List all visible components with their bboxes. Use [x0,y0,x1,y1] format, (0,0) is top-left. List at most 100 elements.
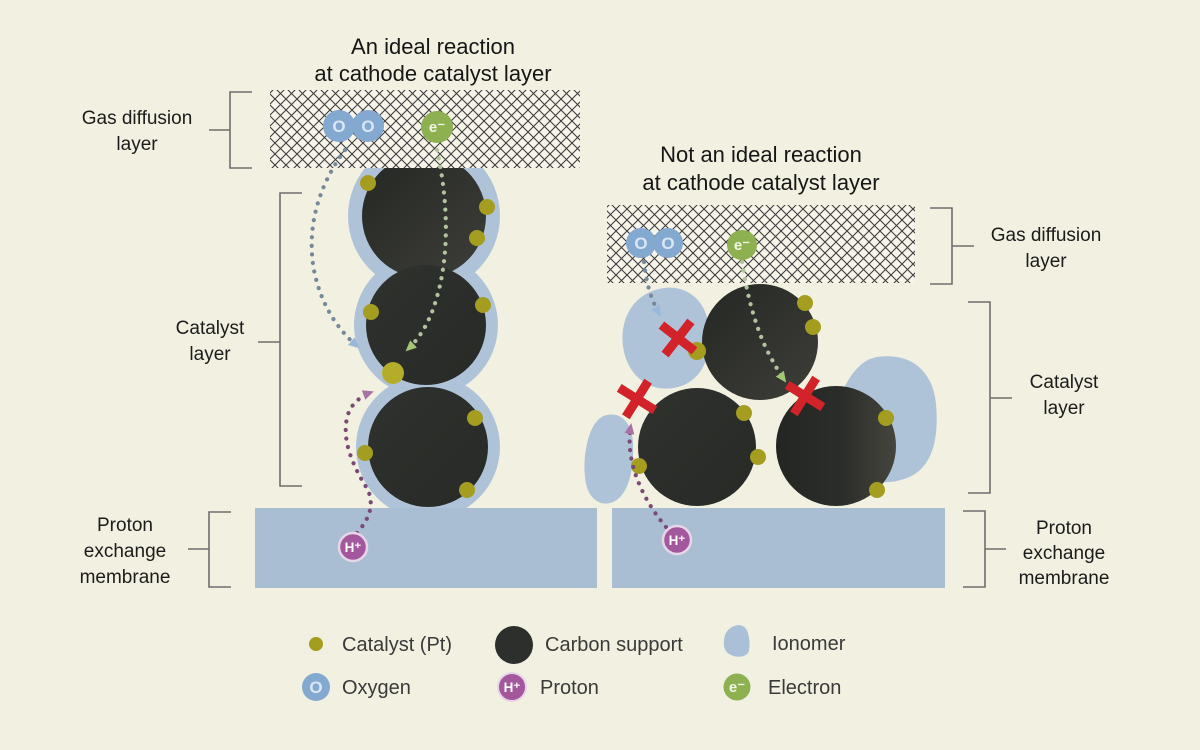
legend-proton-symbol: H⁺ [504,680,521,695]
legend-electron-label: Electron [768,677,841,699]
oxygen-atom [352,110,384,142]
carbon-support [776,386,896,506]
oxygen-molecule-right: O O [626,228,683,258]
carbon-supports-left [362,154,488,507]
oxygen-atom [653,228,683,258]
left-panel: An ideal reaction at cathode catalyst la… [80,34,597,588]
electron-symbol: e⁻ [429,119,445,136]
label-gdl-right-1: Gas diffusion [991,225,1102,246]
bracket-membrane-right [963,510,1006,588]
label-catalyst-left-1: Catalyst [176,318,245,339]
ionomer-blob [584,414,634,504]
label-membrane-left-2: exchange [84,541,166,562]
pt-dot [750,449,766,465]
right-title-line2: at cathode catalyst layer [642,170,879,195]
label-gdl-left-1: Gas diffusion [82,108,193,129]
left-title-line1: An ideal reaction [351,34,515,59]
oxygen-symbol: O [661,234,674,253]
legend-oxygen-icon [302,673,330,701]
legend-electron-icon [723,673,751,701]
electron-path-left [404,147,448,353]
oxygen-symbol: O [332,117,345,136]
oxygen-path-right [641,259,663,318]
legend-carbon-icon [495,626,533,664]
pt-dot [363,304,379,320]
bracket-catalyst-left [258,192,302,487]
legend-pt-label: Catalyst (Pt) [342,634,452,656]
pt-dot-active-site [382,362,404,384]
pt-dot [357,445,373,461]
oxygen-symbol: O [361,117,374,136]
oxygen-path-left [309,147,361,350]
electron-particle-left: e⁻ [421,111,453,143]
pt-dot [805,319,821,335]
oxygen-atom [323,110,355,142]
legend-carbon-label: Carbon support [545,634,683,656]
proton-circle [661,524,693,556]
proton-symbol: H⁺ [345,540,362,555]
pt-dot [869,482,885,498]
x-bar [790,375,820,417]
pt-catalyst-dots-left [357,175,495,498]
blocked-x-electron [784,375,826,417]
pt-dot [475,297,491,313]
pt-dot [797,295,813,311]
label-membrane-left-1: Proton [97,515,153,536]
label-gdl-left-2: layer [116,134,158,155]
label-membrane-right-1: Proton [1036,518,1092,539]
proton-path-left [343,389,375,536]
electron-path-right [739,259,788,384]
blocked-x-oxygen [658,318,698,358]
pt-dot [469,230,485,246]
legend-ionomer-icon [723,625,750,657]
ionomer-blob [622,287,710,389]
pt-dot [878,410,894,426]
electron-circle [727,230,757,260]
pt-dot [736,405,752,421]
electron-circle [421,111,453,143]
legend-electron-symbol: e⁻ [729,679,745,696]
oxygen-symbol: O [634,234,647,253]
pt-dot [631,458,647,474]
proton-particle-left: H⁺ [337,531,369,563]
label-catalyst-left-2: layer [189,344,231,365]
legend-proton-icon [497,672,527,702]
x-bar [622,378,652,420]
right-annotations: Gas diffusion layer Catalyst layer Proto… [930,207,1110,589]
legend-oxygen-label: Oxygen [342,677,411,699]
pt-catalyst-dots-right [631,295,894,498]
left-annotations: Gas diffusion layer Catalyst layer Proto… [80,91,302,588]
legend-ionomer-label: Ionomer [772,633,846,655]
carbon-supports-right [638,284,896,506]
bracket-gas-diffusion-right [930,207,974,285]
right-title-line1: Not an ideal reaction [660,142,862,167]
blocked-x-proton [616,378,658,420]
label-membrane-right-2: exchange [1023,543,1105,564]
legend: Catalyst (Pt) Carbon support Ionomer O O… [302,625,846,702]
proton-circle [337,531,369,563]
label-membrane-left-3: membrane [80,567,171,588]
carbon-support [368,387,488,507]
carbon-support [638,388,756,506]
proton-particle-right: H⁺ [661,524,693,556]
pt-dot [479,199,495,215]
carbon-support [362,154,486,278]
bracket-membrane-left [188,511,231,588]
carbon-support [702,284,818,400]
label-membrane-right-3: membrane [1019,568,1110,589]
bracket-gas-diffusion-left [209,91,252,169]
label-gdl-right-2: layer [1025,251,1067,272]
left-title-line2: at cathode catalyst layer [314,61,551,86]
carbon-support [366,265,486,385]
pt-dot [459,482,475,498]
right-panel: Not an ideal reaction at cathode catalys… [584,142,1109,589]
electron-particle-right: e⁻ [727,230,757,260]
legend-oxygen-symbol: O [309,678,322,697]
membrane-left [255,508,597,588]
label-catalyst-right-1: Catalyst [1030,372,1099,393]
oxygen-atom [626,228,656,258]
x-bar [661,318,695,358]
electron-symbol: e⁻ [734,237,750,254]
